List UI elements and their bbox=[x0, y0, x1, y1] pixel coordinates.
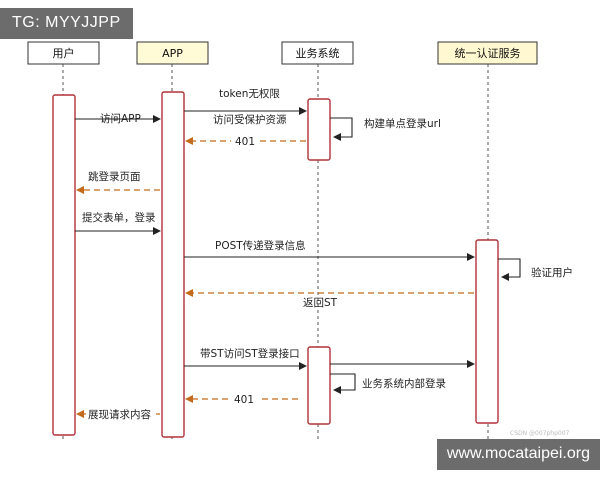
activation-user bbox=[52, 94, 76, 436]
message-post-login-info: POST传递登录信息 bbox=[184, 239, 475, 261]
participant-app-label: APP bbox=[162, 47, 183, 60]
activation-biz-1 bbox=[307, 98, 331, 161]
message-redirect-login-page: 跳登录页面 bbox=[76, 170, 160, 194]
message-label: 展现请求内容 bbox=[88, 408, 151, 421]
message-biz-internal-login: 业务系统内部登录 bbox=[330, 373, 446, 394]
message-return-st: 返回ST bbox=[185, 289, 474, 309]
message-token-no-permission: token无权限 bbox=[219, 87, 280, 100]
message-access-st-login-api: 带ST访问ST登录接口 bbox=[184, 347, 307, 370]
activation-biz-2 bbox=[307, 346, 331, 425]
source-watermark: CSDN @007php007 bbox=[510, 430, 570, 437]
message-label: 业务系统内部登录 bbox=[362, 377, 446, 390]
participant-sso: 统一认证服务 bbox=[437, 41, 538, 65]
message-label: 带ST访问ST登录接口 bbox=[200, 347, 300, 360]
participant-user: 用户 bbox=[27, 41, 100, 65]
message-label: 访问APP bbox=[100, 112, 141, 125]
message-label: POST传递登录信息 bbox=[215, 239, 306, 252]
site-watermark-overlay: www.mocataipei.org bbox=[436, 439, 600, 470]
message-visit-app: 访问APP bbox=[75, 112, 161, 125]
activation-app bbox=[161, 91, 185, 438]
message-label: 401 bbox=[235, 136, 255, 148]
message-label: 401 bbox=[234, 394, 254, 406]
message-show-content: 展现请求内容 bbox=[76, 406, 160, 421]
message-build-sso-url: 构建单点登录url bbox=[330, 117, 441, 141]
message-401-second: 401 bbox=[185, 392, 298, 406]
participant-biz: 业务系统 bbox=[281, 41, 354, 65]
message-label: 返回ST bbox=[303, 297, 338, 309]
message-access-protected-resource: 访问受保护资源 bbox=[184, 107, 307, 126]
message-submit-form-login: 提交表单，登录 bbox=[75, 211, 161, 235]
message-label: token无权限 bbox=[219, 87, 280, 100]
message-401-first: 401 bbox=[185, 134, 306, 148]
message-label: 跳登录页面 bbox=[88, 170, 141, 183]
message-label: 验证用户 bbox=[531, 266, 573, 279]
message-label: 提交表单，登录 bbox=[82, 211, 156, 224]
participant-sso-label: 统一认证服务 bbox=[455, 47, 521, 60]
tg-tag-overlay: TG: MYYJJPP bbox=[0, 8, 133, 39]
message-verify-user: 验证用户 bbox=[498, 258, 573, 281]
activation-sso bbox=[475, 239, 499, 424]
message-label: 构建单点登录url bbox=[364, 117, 441, 130]
message-label: 访问受保护资源 bbox=[213, 113, 287, 126]
participant-biz-label: 业务系统 bbox=[296, 47, 340, 60]
participant-user-label: 用户 bbox=[53, 46, 75, 60]
participant-app: APP bbox=[136, 41, 209, 65]
